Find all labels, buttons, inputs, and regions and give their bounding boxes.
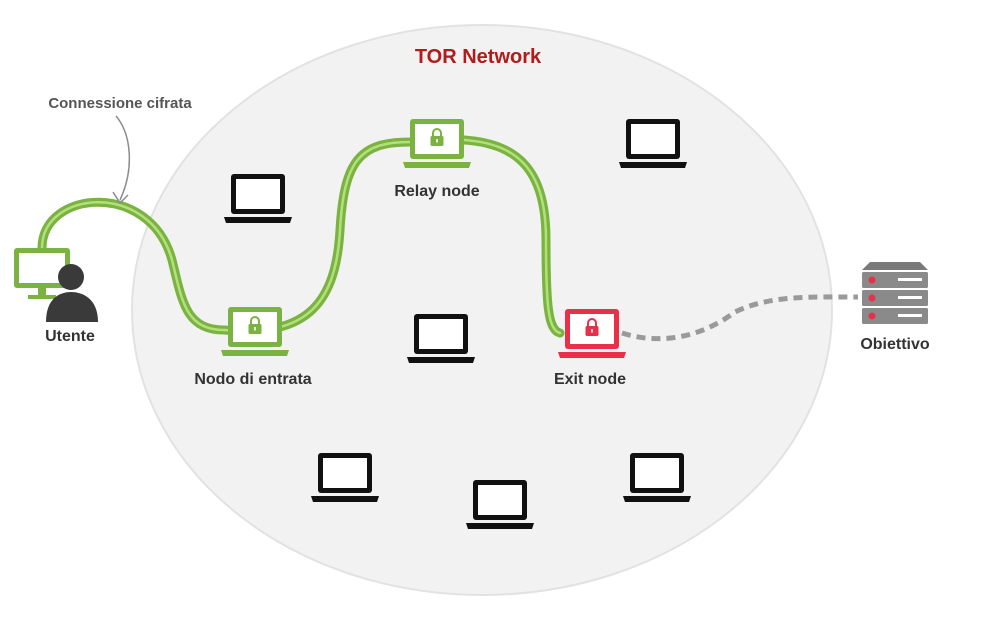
user-monitor-icon <box>14 248 70 299</box>
target-label: Obiettivo <box>860 336 930 353</box>
annotation-arrow <box>115 115 130 201</box>
encrypted-path-highlight <box>40 138 562 335</box>
entry-node: Nodo di entrata <box>194 307 312 388</box>
server-icon <box>862 262 928 324</box>
target-node: Obiettivo <box>860 262 930 353</box>
user-node: Utente <box>14 248 98 345</box>
network-title: TOR Network <box>415 46 542 68</box>
exit-node-label: Exit node <box>554 371 626 388</box>
annotation-label: Connessione cifrata <box>48 95 192 112</box>
user-person-icon <box>46 264 98 322</box>
annotation-arrowhead <box>112 191 129 205</box>
relay-node-label: Relay node <box>394 183 479 200</box>
relay-node: Relay node <box>394 119 480 200</box>
unencrypted-link <box>621 294 859 342</box>
entry-node-label: Nodo di entrata <box>194 371 311 388</box>
user-label: Utente <box>45 328 95 345</box>
exit-node: Exit node <box>554 309 626 388</box>
